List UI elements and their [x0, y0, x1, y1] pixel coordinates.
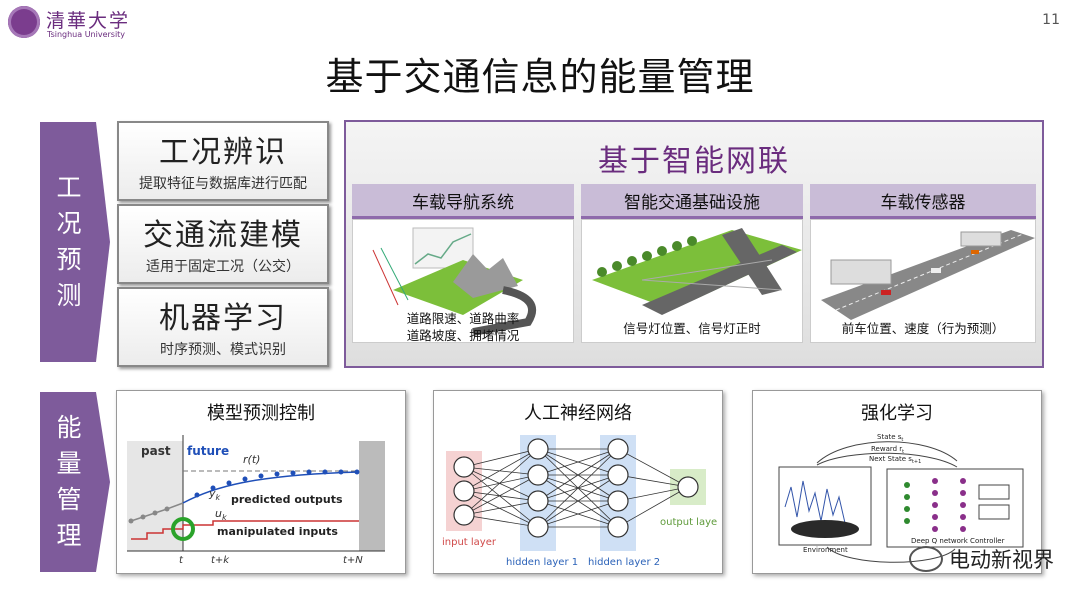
wechat-icon [909, 546, 943, 572]
label-char: 况 [56, 209, 82, 238]
past-label: past [141, 444, 171, 458]
ann-box: 人工神经网络 input layer hidden layer 1 hidden… [433, 390, 723, 574]
t-label: t [179, 555, 184, 566]
environment-label: Environment [803, 546, 848, 554]
label-char: 能 [56, 413, 82, 442]
state-label: State st [877, 433, 903, 443]
caption-line: 前车位置、速度（行为预测） [841, 321, 1005, 336]
method-box-identification: 工况辨识 提取特征与数据库进行匹配 [117, 121, 329, 201]
mpc-box: 模型预测控制 past future r(t) yk predicted out… [116, 390, 406, 574]
method-desc: 适用于固定工况（公交） [146, 259, 300, 275]
future-label: future [187, 444, 229, 458]
method-box-machine-learning: 机器学习 时序预测、模式识别 [117, 287, 329, 367]
method-desc: 提取特征与数据库进行匹配 [139, 176, 307, 192]
rl-box: 强化学习 State st Reward rt Next State st+1 … [752, 390, 1042, 574]
logo-english-text: Tsinghua University [47, 30, 126, 39]
controller-label: Deep Q network Controller [911, 537, 1005, 545]
panel-title: 基于智能网联 [598, 144, 790, 179]
caption-line: 信号灯位置、信号灯正时 [623, 321, 761, 336]
condition-prediction-label: 工 况 预 测 [40, 122, 110, 362]
logo-chinese-text: 清華大学 [46, 10, 131, 32]
reference-label: r(t) [243, 453, 260, 466]
sensors-illustration: 前车位置、速度（行为预测） [810, 219, 1036, 343]
output-layer-label: output layer [660, 517, 718, 528]
page-number: 11 [1042, 12, 1060, 28]
reward-label: Reward rt [871, 445, 904, 455]
y-label: yk [208, 487, 221, 502]
slide-title: 基于交通信息的能量管理 [325, 55, 755, 99]
caption-line: 道路限速、道路曲率 [406, 311, 520, 326]
label-char: 工 [56, 173, 82, 202]
mpc-title: 模型预测控制 [207, 403, 315, 424]
source-heading: 智能交通基础设施 [581, 184, 803, 219]
method-name: 工况辨识 [159, 135, 287, 170]
university-seal-logo [8, 6, 40, 38]
reinforcement-learning-diagram: State st Reward rt Next State st+1 Envir… [778, 433, 1024, 563]
label-char: 预 [56, 245, 82, 274]
label-char: 量 [56, 449, 82, 478]
source-heading: 车载导航系统 [352, 184, 574, 219]
method-desc: 时序预测、模式识别 [160, 342, 286, 358]
navigation-illustration: 道路限速、道路曲率 道路坡度、拥堵情况 [352, 219, 574, 343]
input-layer-label: input layer [442, 537, 497, 548]
label-char: 测 [56, 281, 82, 310]
method-box-traffic-flow: 交通流建模 适用于固定工况（公交） [117, 204, 329, 284]
watermark: 电动新视界 [909, 544, 1054, 574]
road-intersection-graphic [592, 228, 802, 315]
label-char: 管 [56, 485, 82, 514]
source-infrastructure: 智能交通基础设施 信号灯位置、信号灯正时 [581, 184, 803, 343]
label-char: 理 [56, 521, 82, 550]
terrain-map-graphic [372, 227, 537, 336]
hidden-layer-2-label: hidden layer 2 [588, 557, 660, 568]
neural-network-diagram: input layer hidden layer 1 hidden layer … [442, 435, 718, 568]
next-state-label: Next State st+1 [869, 455, 921, 465]
rl-title: 强化学习 [861, 403, 933, 424]
caption-line: 道路坡度、拥堵情况 [406, 328, 520, 343]
watermark-text: 电动新视界 [949, 548, 1054, 572]
predicted-outputs-label: predicted outputs [231, 493, 343, 506]
hidden-layer-1-label: hidden layer 1 [506, 557, 578, 568]
mpc-diagram: past future r(t) yk predicted outputs uk… [127, 435, 385, 566]
u-label: uk [215, 507, 227, 522]
source-navigation: 车载导航系统 道路限速、道路曲率 道路坡度、拥堵情况 [352, 184, 574, 343]
source-heading: 车载传感器 [810, 184, 1036, 219]
manipulated-inputs-label: manipulated inputs [217, 525, 338, 538]
method-name: 机器学习 [159, 301, 287, 336]
t-plus-n-label: t+N [343, 555, 363, 566]
t-plus-k-label: t+k [211, 555, 230, 566]
highway-sensor-graphic [821, 230, 1035, 320]
source-sensors: 车载传感器 前车位置、速度（行为预测） [810, 184, 1036, 343]
method-name: 交通流建模 [143, 218, 303, 253]
energy-management-label: 能 量 管 理 [40, 392, 110, 572]
infrastructure-illustration: 信号灯位置、信号灯正时 [581, 219, 803, 343]
ann-title: 人工神经网络 [524, 403, 632, 424]
intelligent-connectivity-panel: 基于智能网联 车载导航系统 道路限速、道路曲率 道路坡度、拥堵情况 智能交通基础… [344, 120, 1044, 368]
